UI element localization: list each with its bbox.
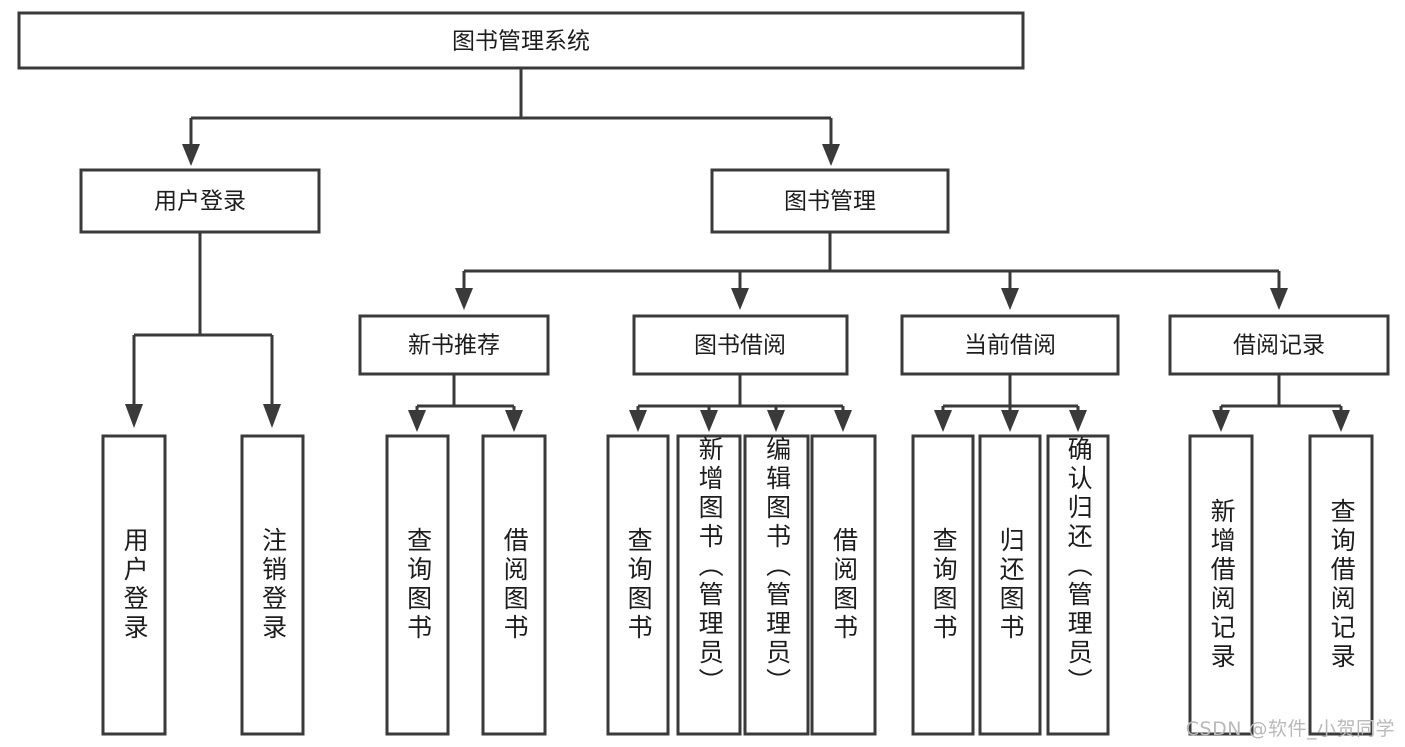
arrow-to-leaf-add-book-icon bbox=[700, 410, 718, 432]
node-book-borrow-label: 图书借阅 bbox=[694, 333, 786, 359]
leaf-query-book-1-box[interactable] bbox=[385, 434, 450, 736]
arrow-to-leaf-add-record-icon bbox=[1212, 410, 1230, 432]
leaf-confirm-return-box[interactable] bbox=[1046, 434, 1110, 736]
leaf-return-book-box[interactable] bbox=[978, 434, 1042, 736]
node-borrow-record-label: 借阅记录 bbox=[1233, 333, 1325, 359]
node-current-borrow-label: 当前借阅 bbox=[964, 333, 1056, 359]
arrow-to-leaf-user-login-icon bbox=[125, 404, 143, 428]
arrow-to-leaf-borrow-book-1-icon bbox=[505, 410, 523, 432]
arrow-to-leaf-query-book-2-icon bbox=[629, 410, 647, 432]
node-user-login[interactable]: 用户登录 bbox=[79, 168, 321, 234]
arrow-to-borrow-record-icon bbox=[1270, 288, 1288, 310]
arrow-to-new-book-recommend-icon bbox=[455, 288, 473, 310]
arrow-to-book-borrow-icon bbox=[731, 288, 749, 310]
leaf-query-book-2-box[interactable] bbox=[606, 434, 670, 736]
node-borrow-record[interactable]: 借阅记录 bbox=[1168, 314, 1390, 376]
connector-book-manage-to-level3 bbox=[455, 232, 1288, 310]
node-user-login-label: 用户登录 bbox=[154, 189, 246, 215]
arrow-to-user-login-icon bbox=[182, 144, 200, 166]
connector-new-book-recommend-to-leaves bbox=[408, 374, 523, 432]
leaf-user-logout-box[interactable] bbox=[240, 434, 305, 736]
arrow-to-leaf-query-record-icon bbox=[1332, 410, 1350, 432]
leaf-borrow-book-2-box[interactable] bbox=[810, 434, 877, 736]
watermark-text: CSDN @软件_小贺同学 bbox=[1185, 718, 1395, 740]
node-current-borrow-box[interactable] bbox=[900, 314, 1120, 376]
node-new-book-recommend-label: 新书推荐 bbox=[408, 333, 500, 359]
leaf-edit-book-box[interactable] bbox=[743, 434, 810, 736]
leaf-add-record-box[interactable] bbox=[1188, 434, 1254, 736]
arrow-to-leaf-edit-book-icon bbox=[767, 410, 785, 432]
arrow-to-current-borrow-icon bbox=[1001, 288, 1019, 310]
node-book-manage[interactable]: 图书管理 bbox=[710, 168, 950, 234]
leaf-query-book-3-box[interactable] bbox=[911, 434, 975, 736]
node-current-borrow[interactable]: 当前借阅 bbox=[900, 314, 1120, 376]
connector-user-login-to-leaves bbox=[125, 232, 281, 428]
node-new-book-recommend-box[interactable] bbox=[358, 314, 550, 376]
arrow-to-leaf-query-book-1-icon bbox=[408, 410, 426, 432]
node-root-label: 图书管理系统 bbox=[452, 29, 590, 55]
node-root[interactable]: 图书管理系统 bbox=[17, 11, 1025, 70]
leaf-add-book-box[interactable] bbox=[676, 434, 742, 736]
arrow-to-leaf-borrow-book-2-icon bbox=[834, 410, 852, 432]
arrow-to-book-manage-icon bbox=[822, 144, 840, 166]
connector-borrow-record-to-leaves bbox=[1212, 374, 1350, 432]
connector-root-to-level2 bbox=[182, 68, 840, 166]
node-user-login-box[interactable] bbox=[79, 168, 321, 234]
arrow-to-leaf-confirm-return-icon bbox=[1069, 410, 1087, 432]
connector-current-borrow-to-leaves bbox=[934, 374, 1087, 432]
node-book-borrow[interactable]: 图书借阅 bbox=[632, 314, 849, 376]
arrow-to-leaf-query-book-3-icon bbox=[934, 410, 952, 432]
leaf-user-login-box[interactable] bbox=[101, 434, 167, 736]
leaf-borrow-book-1-box[interactable] bbox=[481, 434, 547, 736]
connector-book-borrow-to-leaves bbox=[629, 374, 852, 432]
arrow-to-leaf-user-logout-icon bbox=[263, 404, 281, 428]
node-root-box[interactable] bbox=[17, 11, 1025, 70]
node-new-book-recommend[interactable]: 新书推荐 bbox=[358, 314, 550, 376]
arrow-to-leaf-return-book-icon bbox=[1001, 410, 1019, 432]
leaf-query-record-box[interactable] bbox=[1308, 434, 1374, 736]
node-book-manage-label: 图书管理 bbox=[784, 189, 876, 215]
